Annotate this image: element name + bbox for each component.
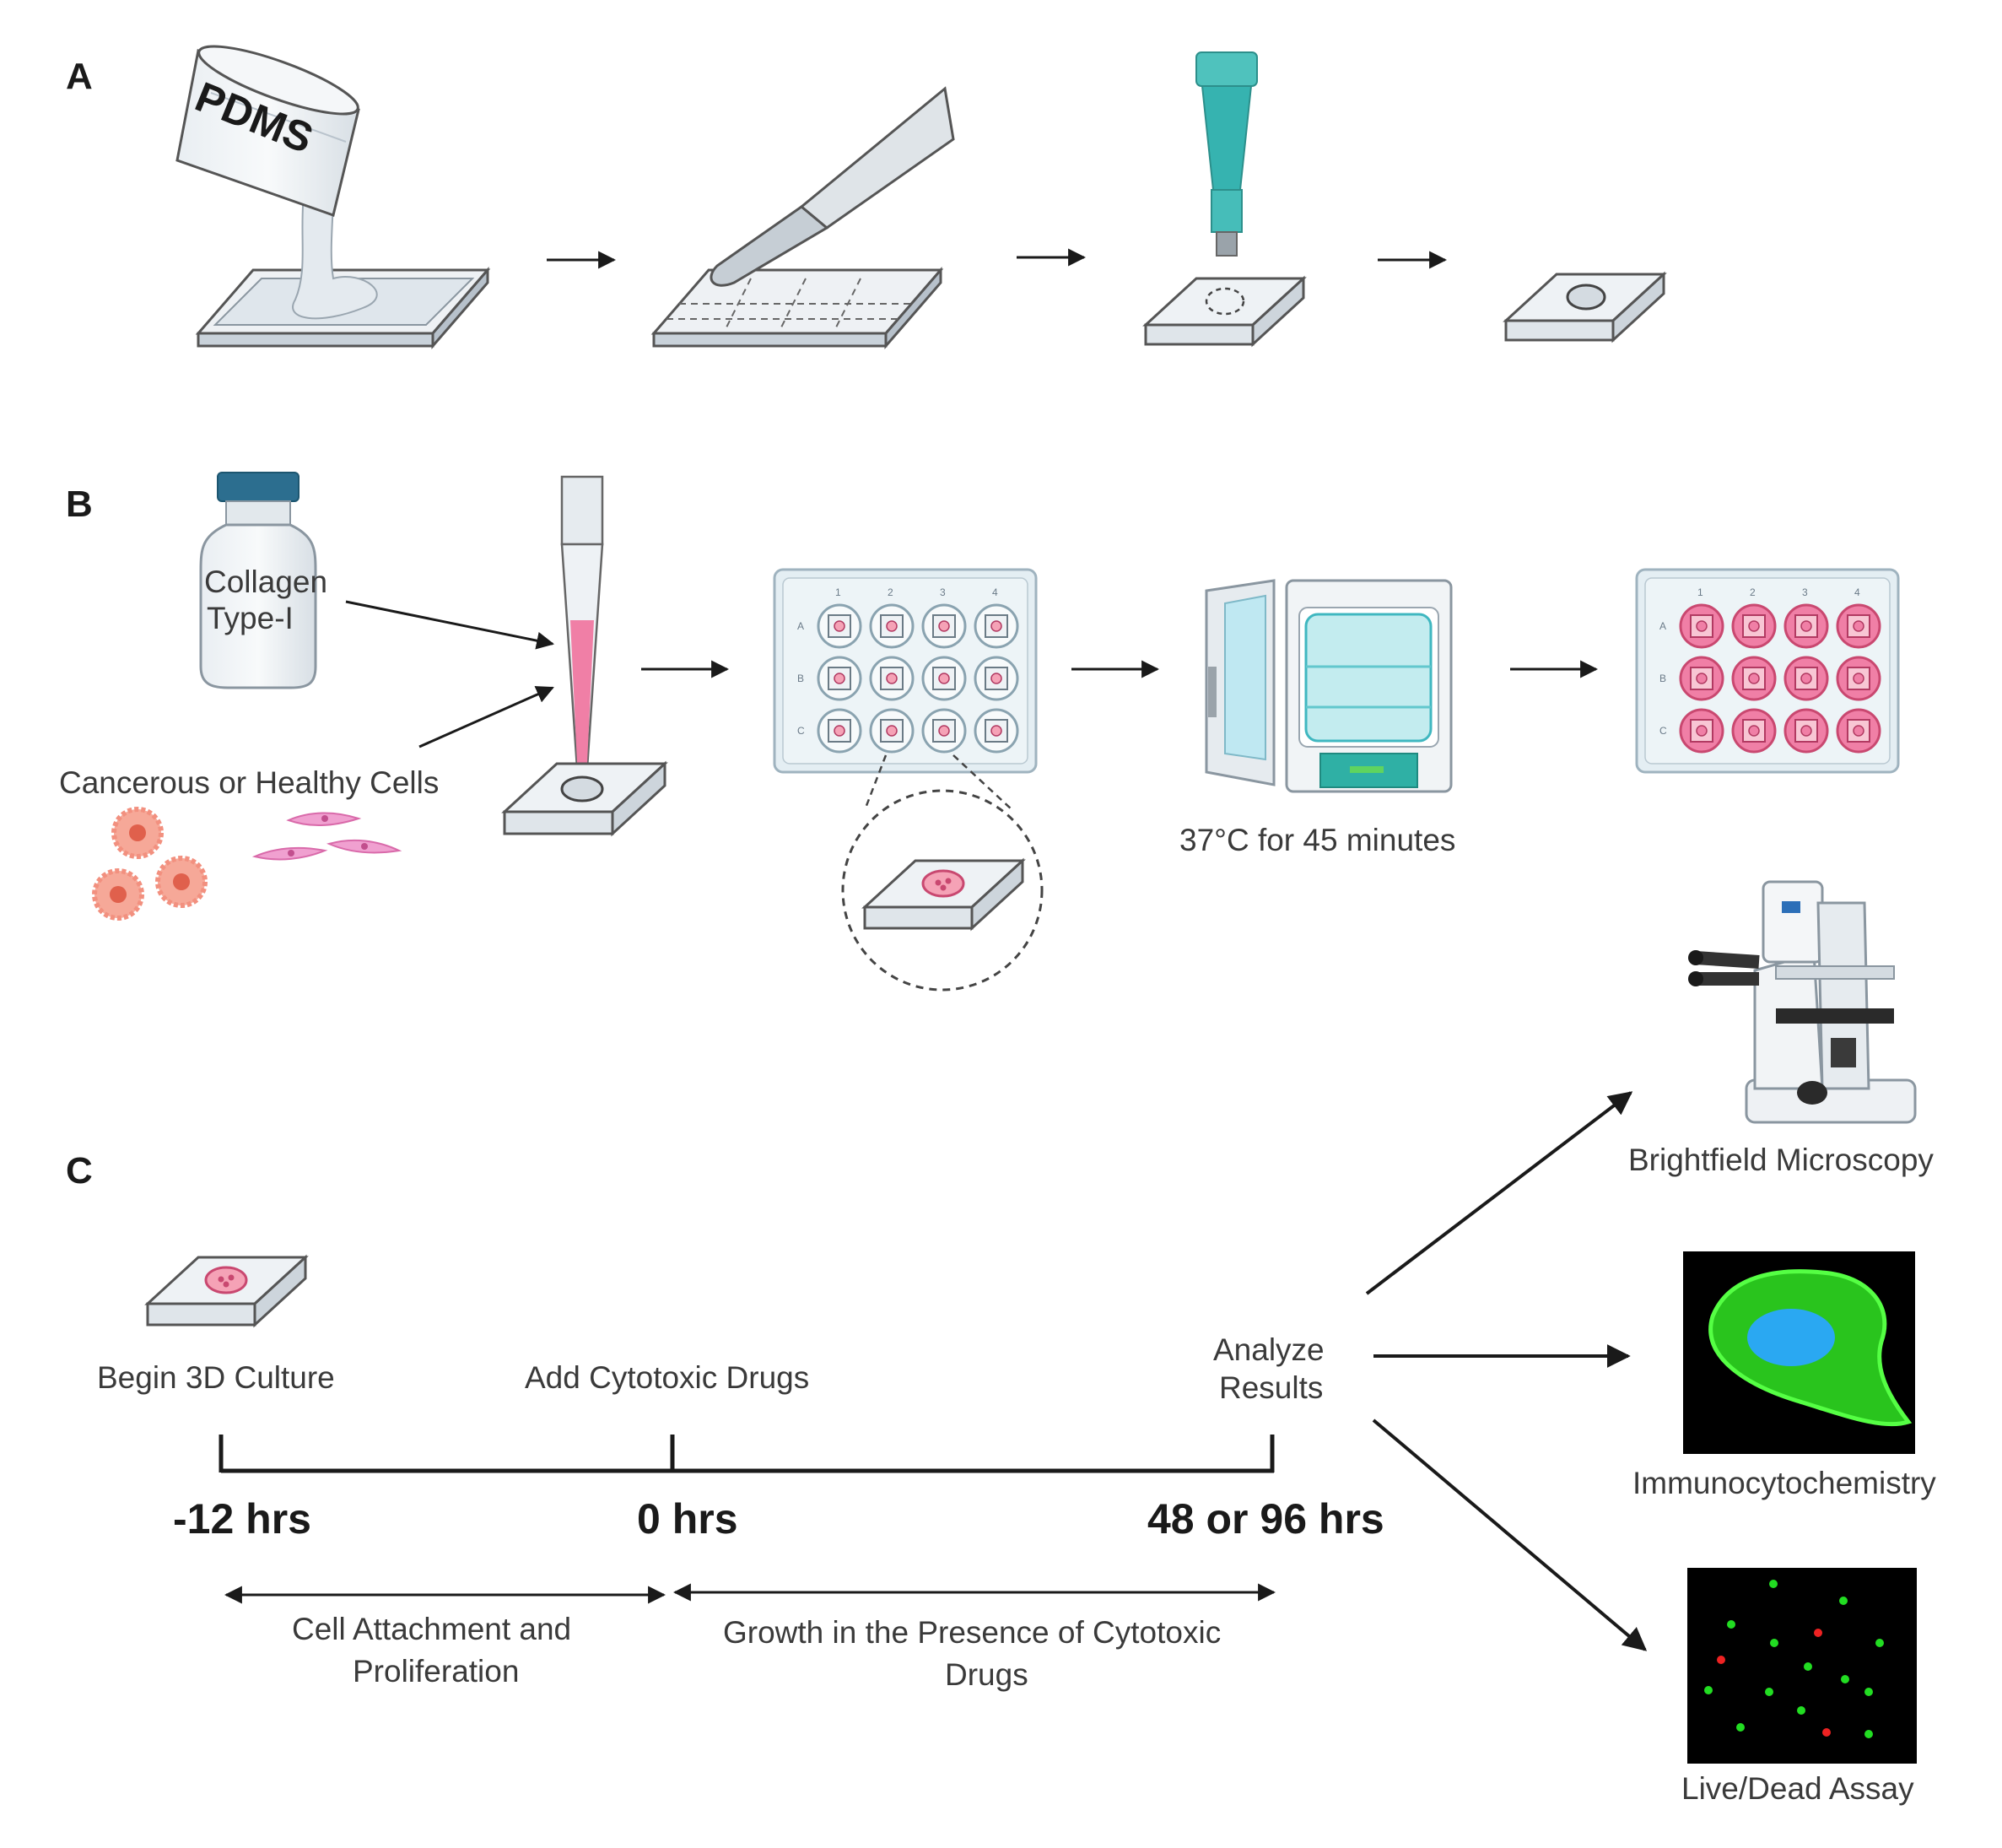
well-gel-dot xyxy=(834,620,845,632)
panel-label-b: B xyxy=(66,484,93,525)
collagen-label-line2: Type-I xyxy=(207,601,294,635)
brightfield-label: Brightfield Microscopy xyxy=(1628,1143,1934,1177)
pdms-well-loading xyxy=(501,760,668,837)
pdms-square-well xyxy=(1503,271,1667,343)
pipette-tip-icon xyxy=(560,475,604,782)
arrow-cells-to-pipette xyxy=(418,686,554,748)
zoom-line-right xyxy=(952,754,1013,811)
well-insert xyxy=(1690,719,1713,743)
time-end: 48 or 96 hrs xyxy=(1147,1495,1384,1543)
plate2-row-a: A xyxy=(1659,620,1666,632)
time-zero: 0 hrs xyxy=(637,1495,738,1543)
microscope-icon xyxy=(1688,880,1917,1124)
well-gel-dot xyxy=(1800,620,1812,632)
well-gel-dot xyxy=(834,725,845,737)
plate2-row-b: B xyxy=(1659,673,1666,684)
cells-label: Cancerous or Healthy Cells xyxy=(59,765,439,800)
live-dead-image xyxy=(1687,1568,1917,1764)
well-gel-dot xyxy=(1800,725,1812,737)
well-gel-dot xyxy=(1748,673,1760,684)
zoom-circle xyxy=(841,789,1044,992)
well-gel-dot xyxy=(1853,725,1864,737)
well-insert xyxy=(932,719,956,743)
well-gel-dot xyxy=(1696,725,1708,737)
add-drugs-label: Add Cytotoxic Drugs xyxy=(525,1360,809,1395)
well-gel-dot xyxy=(1748,725,1760,737)
plate2-col-1: 1 xyxy=(1697,586,1703,598)
analyze-label-line2: Results xyxy=(1219,1370,1323,1405)
incubation-label: 37°C for 45 minutes xyxy=(1179,823,1455,857)
plate2-row-c: C xyxy=(1659,725,1667,737)
plate1-col-3: 3 xyxy=(940,586,946,598)
plate2-col-4: 4 xyxy=(1854,586,1860,598)
begin-culture-label: Begin 3D Culture xyxy=(97,1360,335,1395)
well-plate-unfilled: 1 2 3 4 A B C xyxy=(773,568,1038,774)
plate1-col-2: 2 xyxy=(888,586,893,598)
phase1-label-line1: Cell Attachment and xyxy=(292,1612,571,1646)
icc-image xyxy=(1683,1251,1915,1454)
pdms-well-begin-culture xyxy=(144,1254,309,1328)
incubator-icon xyxy=(1205,579,1453,793)
well-gel-dot xyxy=(1696,620,1708,632)
icc-label: Immunocytochemistry xyxy=(1632,1466,1936,1500)
phase2-label-line1: Growth in the Presence of Cytotoxic xyxy=(723,1615,1221,1650)
well-gel-dot xyxy=(1800,673,1812,684)
pdms-square-punch xyxy=(1142,275,1307,348)
arrow-collagen-to-pipette xyxy=(345,600,555,650)
pdms-beaker-icon xyxy=(175,45,360,217)
well-gel-dot xyxy=(990,673,1002,684)
well-insert xyxy=(880,719,904,743)
healthy-fibroblasts-icon xyxy=(251,812,402,861)
phase1-label-line2: Proliferation xyxy=(353,1654,519,1689)
analyze-label-line1: Analyze xyxy=(1213,1332,1325,1367)
well-insert xyxy=(1690,614,1713,638)
timeline-axis xyxy=(219,1435,1275,1473)
well-gel-dot xyxy=(834,673,845,684)
arrow-to-microscopy xyxy=(1365,1091,1633,1295)
well-insert xyxy=(985,719,1008,743)
well-plate-filled: 1 2 3 4 A B C xyxy=(1635,568,1900,774)
zoom-line-left xyxy=(863,754,888,811)
phase2-label-line2: Drugs xyxy=(945,1657,1028,1692)
cancer-cells-icon xyxy=(92,807,208,921)
well-gel-dot xyxy=(938,673,950,684)
collagen-label-line1: Collagen xyxy=(204,565,327,599)
biopsy-punch-icon xyxy=(1195,51,1258,257)
live-dead-label: Live/Dead Assay xyxy=(1681,1771,1914,1806)
panel-label-a: A xyxy=(66,56,93,97)
panel-label-c: C xyxy=(66,1150,93,1191)
well-gel-dot xyxy=(990,725,1002,737)
well-gel-dot xyxy=(886,620,898,632)
collagen-bottle-icon xyxy=(199,472,317,689)
zoom-pdms-well-with-gel xyxy=(861,857,1026,932)
well-insert xyxy=(1690,667,1713,690)
well-gel-dot xyxy=(1748,620,1760,632)
well-gel-dot xyxy=(990,620,1002,632)
plate1-row-a: A xyxy=(797,620,804,632)
plate2-col-3: 3 xyxy=(1802,586,1808,598)
well-gel-dot xyxy=(886,725,898,737)
pdms-slab-cutting xyxy=(650,266,944,350)
well-gel-dot xyxy=(1853,620,1864,632)
plate2-col-2: 2 xyxy=(1750,586,1756,598)
well-gel-dot xyxy=(938,620,950,632)
arrow-to-livedead xyxy=(1372,1418,1648,1651)
time-start: -12 hrs xyxy=(173,1495,311,1543)
well-gel-dot xyxy=(886,673,898,684)
well-gel-dot xyxy=(938,725,950,737)
scalpel-icon xyxy=(710,86,955,287)
plate1-col-4: 4 xyxy=(992,586,998,598)
plate1-col-1: 1 xyxy=(835,586,841,598)
well-gel-dot xyxy=(1853,673,1864,684)
plate1-row-b: B xyxy=(797,673,804,684)
well-insert xyxy=(828,667,851,690)
plate1-row-c: C xyxy=(797,725,805,737)
well-gel-dot xyxy=(1696,673,1708,684)
pdms-pour-stream xyxy=(292,193,378,320)
